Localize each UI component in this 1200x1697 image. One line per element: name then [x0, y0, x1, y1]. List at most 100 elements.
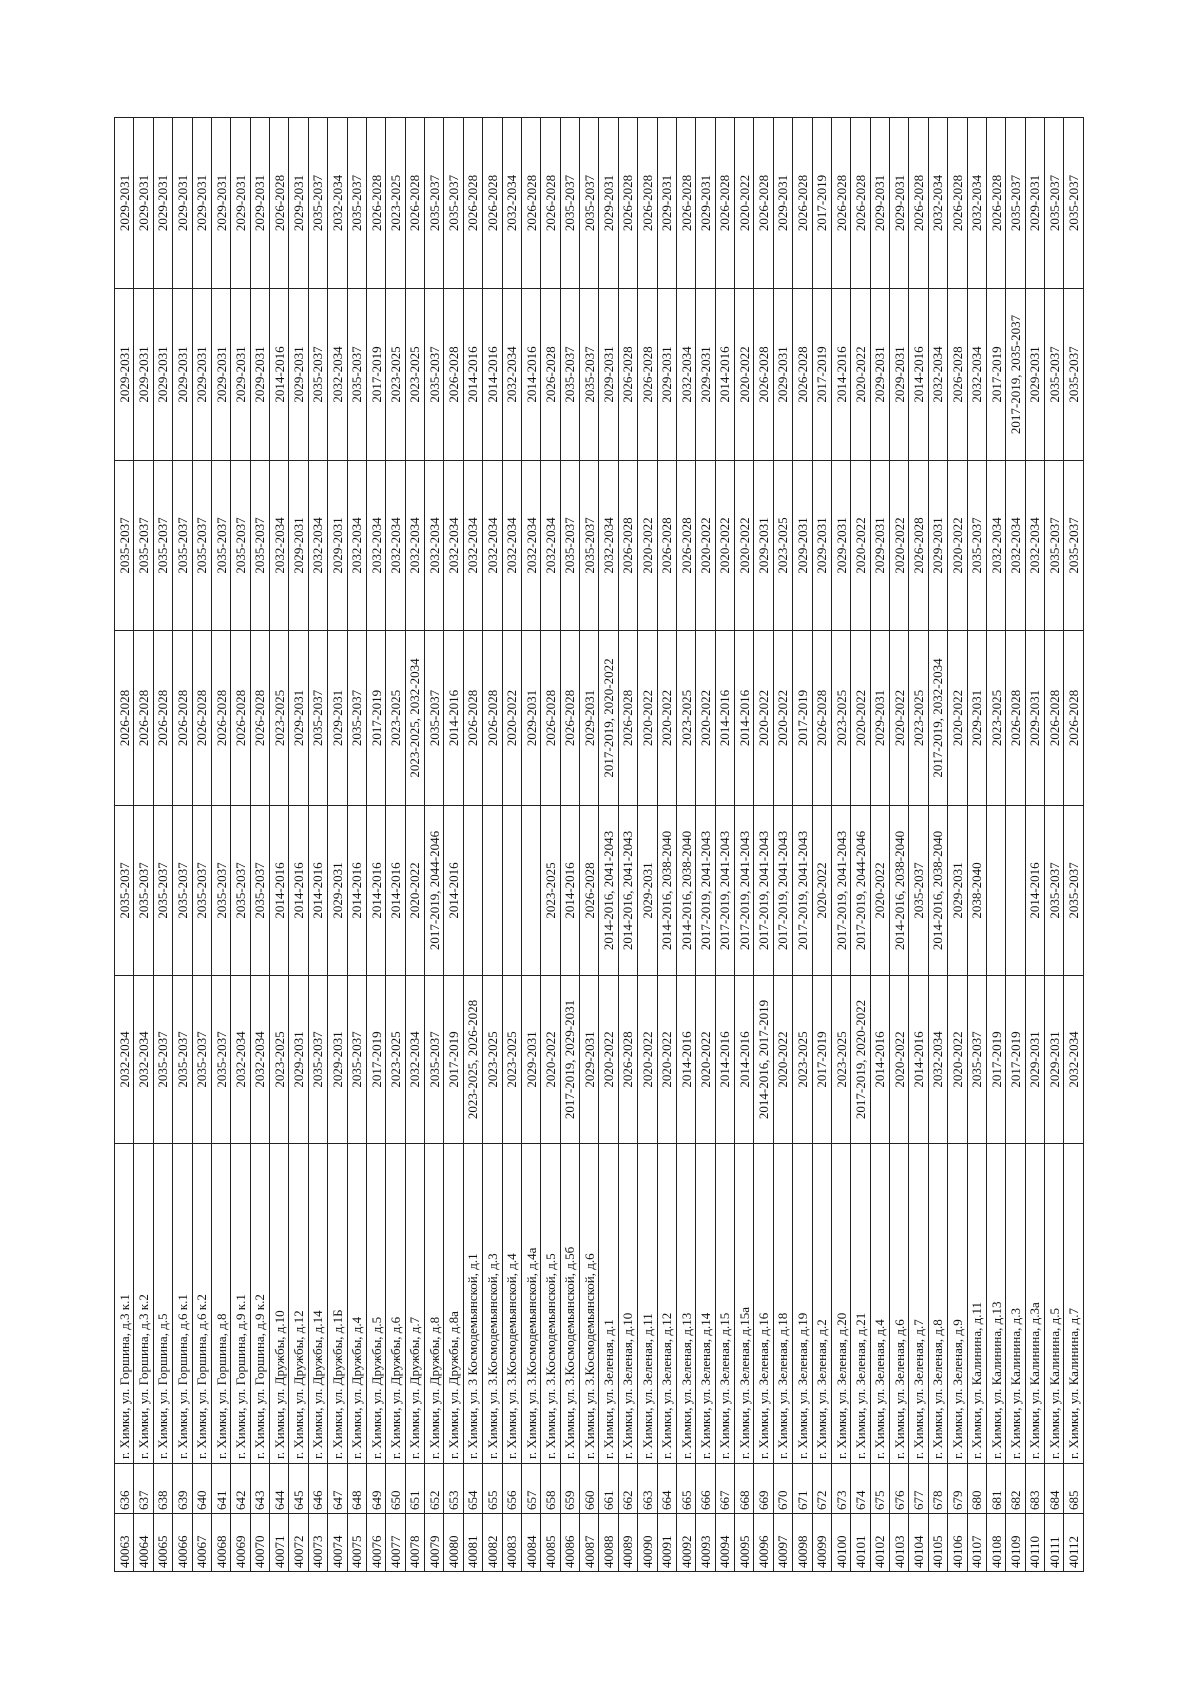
period-6-cell: 2029-2031 [172, 117, 192, 289]
period-5-cell: 2035-2037 [1044, 288, 1064, 461]
row-id-cell: 40080 [443, 1513, 464, 1572]
period-6-cell: 2026-2028 [463, 117, 483, 289]
period-6-cell: 2029-2031 [114, 117, 134, 289]
period-4-cell: 2035-2037 [1063, 460, 1084, 631]
address-cell: г. Химки, ул. Зеленая, д.18 [773, 1143, 793, 1464]
period-2-cell: 2014-2016, 2038-2040 [676, 805, 696, 976]
row-id-cell: 40105 [928, 1513, 948, 1572]
period-1-cell: 2035-2037 [308, 975, 328, 1144]
row-id-cell: 40101 [850, 1513, 871, 1572]
period-2-cell: 2020-2022 [812, 805, 832, 976]
row-number-cell: 656 [502, 1463, 522, 1514]
period-1-cell: 2020-2022 [889, 975, 909, 1144]
address-cell: г. Химки, ул. Зеленая, д.16 [753, 1143, 774, 1464]
row-id-cell: 40086 [560, 1513, 580, 1572]
period-3-cell: 2020-2022 [637, 630, 657, 806]
row-number-cell: 680 [967, 1463, 987, 1514]
period-4-cell: 2029-2031 [928, 460, 948, 631]
period-6-cell: 2035-2037 [308, 117, 328, 289]
row-id-cell: 40082 [482, 1513, 502, 1572]
period-4-cell: 2035-2037 [967, 460, 987, 631]
period-5-cell: 2029-2031 [870, 288, 890, 461]
row-id-cell: 40102 [870, 1513, 890, 1572]
period-1-cell: 2035-2037 [172, 975, 192, 1144]
row-id-cell: 40092 [676, 1513, 696, 1572]
row-id-cell: 40087 [579, 1513, 599, 1572]
period-3-cell: 2029-2031 [579, 630, 599, 806]
row-number-cell: 660 [579, 1463, 599, 1514]
period-6-cell: 2032-2034 [502, 117, 522, 289]
period-3-cell: 2026-2028 [114, 630, 134, 806]
row-id-cell: 40073 [308, 1513, 328, 1572]
period-3-cell: 2020-2022 [889, 630, 909, 806]
row-id-cell: 40075 [347, 1513, 367, 1572]
row-number-cell: 648 [347, 1463, 367, 1514]
row-id-cell: 40096 [753, 1513, 774, 1572]
period-3-cell: 2026-2028 [153, 630, 173, 806]
row-number-cell: 670 [773, 1463, 793, 1514]
period-4-cell: 2026-2028 [908, 460, 929, 631]
row-id-cell: 40072 [288, 1513, 309, 1572]
period-2-cell: 2017-2019, 2044-2046 [850, 805, 871, 976]
period-4-cell: 2032-2034 [502, 460, 522, 631]
period-6-cell: 2032-2034 [928, 117, 948, 289]
period-4-cell: 2032-2034 [1005, 460, 1026, 631]
period-1-cell: 2035-2037 [192, 975, 212, 1144]
period-5-cell: 2029-2031 [288, 288, 309, 461]
period-1-cell: 2020-2022 [598, 975, 619, 1144]
period-3-cell: 2017-2019, 2032-2034 [928, 630, 948, 806]
period-4-cell: 2026-2028 [676, 460, 696, 631]
row-id-cell: 40079 [424, 1513, 444, 1572]
row-id-cell: 40097 [773, 1513, 793, 1572]
address-cell: г. Химки, ул. Калинина, д.5 [1044, 1143, 1064, 1464]
period-2-cell: 2014-2016, 2038-2040 [928, 805, 948, 976]
period-2-cell: 2020-2022 [405, 805, 425, 976]
period-6-cell: 2035-2037 [347, 117, 367, 289]
row-number-cell: 646 [308, 1463, 328, 1514]
row-id-cell: 40091 [657, 1513, 677, 1572]
period-4-cell: 2023-2025 [773, 460, 793, 631]
period-4-cell: 2029-2031 [753, 460, 774, 631]
period-2-cell [502, 805, 522, 976]
address-cell: г. Химки, ул. Зеленая, д.20 [831, 1143, 851, 1464]
period-5-cell: 2029-2031 [657, 288, 677, 461]
period-5-cell: 2014-2016 [269, 288, 289, 461]
period-3-cell: 2023-2025 [269, 630, 289, 806]
period-5-cell: 2029-2031 [230, 288, 251, 461]
row-id-cell: 40089 [618, 1513, 638, 1572]
period-6-cell: 2026-2028 [947, 117, 967, 289]
row-number-cell: 645 [288, 1463, 309, 1514]
period-3-cell: 2020-2022 [695, 630, 716, 806]
period-6-cell: 2035-2037 [1005, 117, 1026, 289]
period-5-cell: 2029-2031 [773, 288, 793, 461]
period-3-cell: 2029-2031 [521, 630, 541, 806]
period-2-cell: 2017-2019, 2041-2043 [695, 805, 716, 976]
period-4-cell: 2026-2028 [618, 460, 638, 631]
period-1-cell: 2023-2025 [269, 975, 289, 1144]
address-cell: г. Химки, ул. Зеленая, д.7 [908, 1143, 929, 1464]
period-2-cell: 2035-2037 [153, 805, 173, 976]
row-id-cell: 40065 [153, 1513, 173, 1572]
address-cell: г. Химки, ул. Зеленая, д.9 [947, 1143, 967, 1464]
period-4-cell: 2035-2037 [1044, 460, 1064, 631]
period-3-cell: 2023-2025 [831, 630, 851, 806]
period-2-cell: 2014-2016 [366, 805, 386, 976]
address-cell: г. Химки, ул. Зеленая, д.14 [695, 1143, 716, 1464]
row-number-cell: 678 [928, 1463, 948, 1514]
period-1-cell: 2014-2016 [870, 975, 890, 1144]
period-6-cell: 2029-2031 [598, 117, 619, 289]
period-5-cell: 2026-2028 [443, 288, 464, 461]
address-cell: г. Химки, ул. Дружбы, д.4 [347, 1143, 367, 1464]
row-number-cell: 637 [133, 1463, 154, 1514]
period-6-cell: 2029-2031 [211, 117, 231, 289]
period-5-cell: 2035-2037 [560, 288, 580, 461]
period-1-cell: 2017-2019, 2020-2022 [850, 975, 871, 1144]
period-4-cell: 2035-2037 [230, 460, 251, 631]
address-cell: г. Химки, ул. Зеленая, д.2 [812, 1143, 832, 1464]
